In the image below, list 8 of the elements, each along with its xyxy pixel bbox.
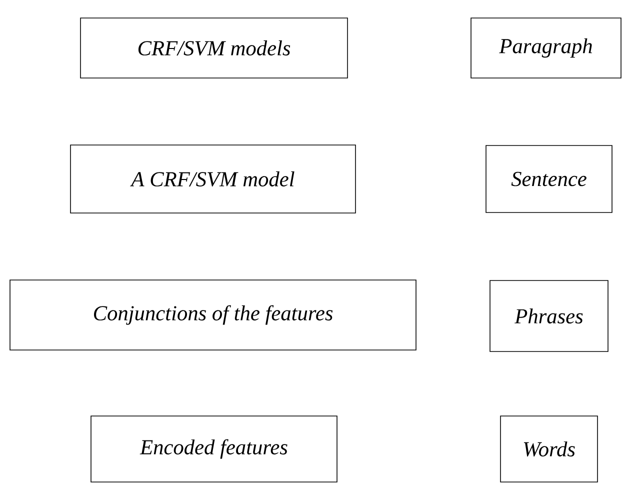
text-box: CRF/SVM models — [80, 18, 348, 78]
text-box: Sentence — [486, 145, 612, 213]
text-box: Conjunctions of the features — [10, 280, 416, 350]
text-box: A CRF/SVM model — [70, 144, 356, 214]
text-box: Phrases — [490, 280, 608, 352]
text-box: Encoded features — [90, 416, 338, 482]
text-box: Words — [500, 416, 598, 482]
text-box: Paragraph — [470, 18, 622, 78]
